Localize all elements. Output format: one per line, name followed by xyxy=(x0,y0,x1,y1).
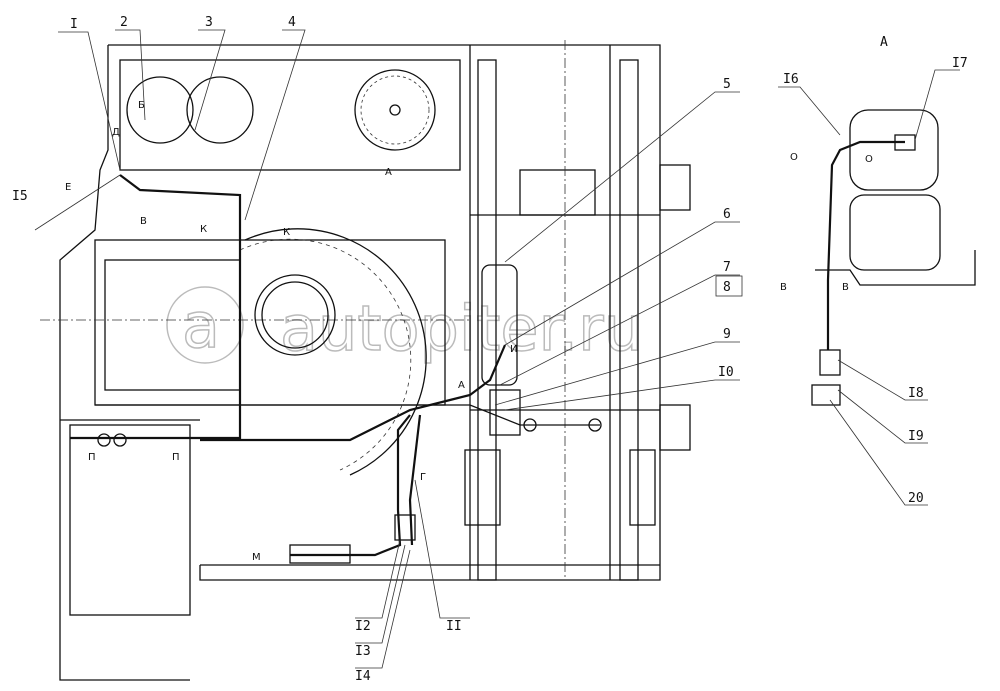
section-mark: И xyxy=(510,344,517,355)
callout-2: 2 xyxy=(120,15,128,30)
callout-16: I6 xyxy=(783,72,799,87)
callout-3: 3 xyxy=(205,15,213,30)
section-mark: В xyxy=(842,282,849,293)
section-mark: В xyxy=(140,216,147,227)
callout-4: 4 xyxy=(288,15,296,30)
section-mark: Д xyxy=(112,127,120,138)
callout-7: 7 xyxy=(723,260,731,275)
callout-20: 20 xyxy=(908,491,924,506)
cylinders xyxy=(126,69,521,476)
callout-labels: I 2 3 4 5 6 7 8 9 I0 II I2 I3 I4 I5 I6 I… xyxy=(12,15,968,684)
watermark: a autopiter.ru xyxy=(166,286,644,366)
callout-8: 8 xyxy=(723,280,731,295)
callout-14: I4 xyxy=(355,669,371,684)
callout-18: I8 xyxy=(908,386,924,401)
callout-11: II xyxy=(446,619,462,634)
leader-lines xyxy=(34,29,960,669)
section-mark: A xyxy=(385,167,392,178)
callout-19: I9 xyxy=(908,429,924,444)
callout-1: I xyxy=(70,17,78,32)
section-mark: М xyxy=(252,552,261,563)
callout-6: 6 xyxy=(723,207,731,222)
section-mark: Е xyxy=(65,182,71,193)
section-mark: A xyxy=(458,380,465,391)
view-a xyxy=(811,109,976,406)
section-mark: К xyxy=(200,224,207,235)
section-mark: O xyxy=(865,154,873,165)
section-mark: К xyxy=(283,227,290,238)
callout-12: I2 xyxy=(355,619,371,634)
section-marks: Д Б Е В К К A A И Г П П М O O В В xyxy=(65,100,873,563)
callout-17: I7 xyxy=(952,56,968,71)
section-mark: П xyxy=(88,452,96,463)
view-a-label: A xyxy=(880,35,888,50)
section-mark: Г xyxy=(420,472,426,483)
callout-15: I5 xyxy=(12,189,28,204)
callout-5: 5 xyxy=(723,77,731,92)
svg-text:autopiter.ru: autopiter.ru xyxy=(280,292,643,365)
section-mark: В xyxy=(780,282,787,293)
callout-10: I0 xyxy=(718,365,734,380)
section-mark: Б xyxy=(138,100,145,111)
callout-9: 9 xyxy=(723,327,731,342)
section-mark: П xyxy=(172,452,180,463)
svg-text:a: a xyxy=(182,289,220,362)
pipelines xyxy=(70,174,602,564)
callout-13: I3 xyxy=(355,644,371,659)
section-mark: O xyxy=(790,152,798,163)
